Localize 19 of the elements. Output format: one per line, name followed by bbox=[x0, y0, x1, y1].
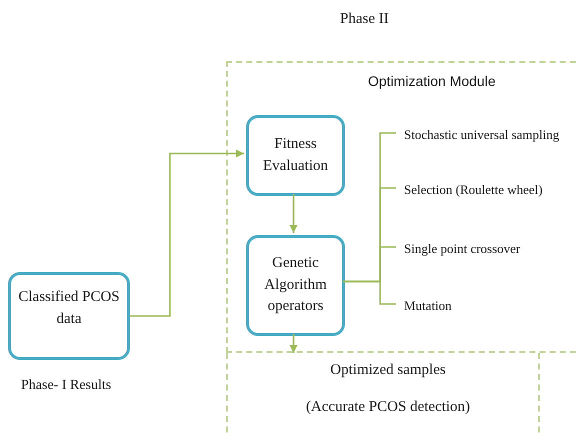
region-text: Optimized samples bbox=[330, 361, 446, 380]
dashed-region bbox=[226, 353, 540, 433]
region-title: Optimization Module bbox=[368, 72, 496, 91]
list-item: Selection (Roulette wheel) bbox=[398, 180, 580, 200]
connector-line bbox=[343, 280, 396, 305]
process-box bbox=[246, 115, 345, 196]
diagram-title: Phase II bbox=[340, 10, 389, 29]
arrow bbox=[130, 150, 244, 317]
list-item: Mutation bbox=[398, 296, 580, 316]
box-label: Genetic Algorithm operators bbox=[263, 254, 328, 316]
region-text: (Accurate PCOS detection) bbox=[306, 398, 470, 416]
arrow bbox=[290, 334, 298, 353]
list-item: Single point crossover bbox=[398, 239, 580, 259]
box-label: Classified PCOS data bbox=[17, 288, 121, 329]
box-label: Fitness Evaluation bbox=[262, 134, 329, 176]
arrow bbox=[290, 194, 298, 233]
list-item: Stochastic universal sampling bbox=[398, 125, 580, 145]
process-box bbox=[246, 235, 345, 336]
box-caption: Phase- I Results bbox=[21, 377, 112, 395]
